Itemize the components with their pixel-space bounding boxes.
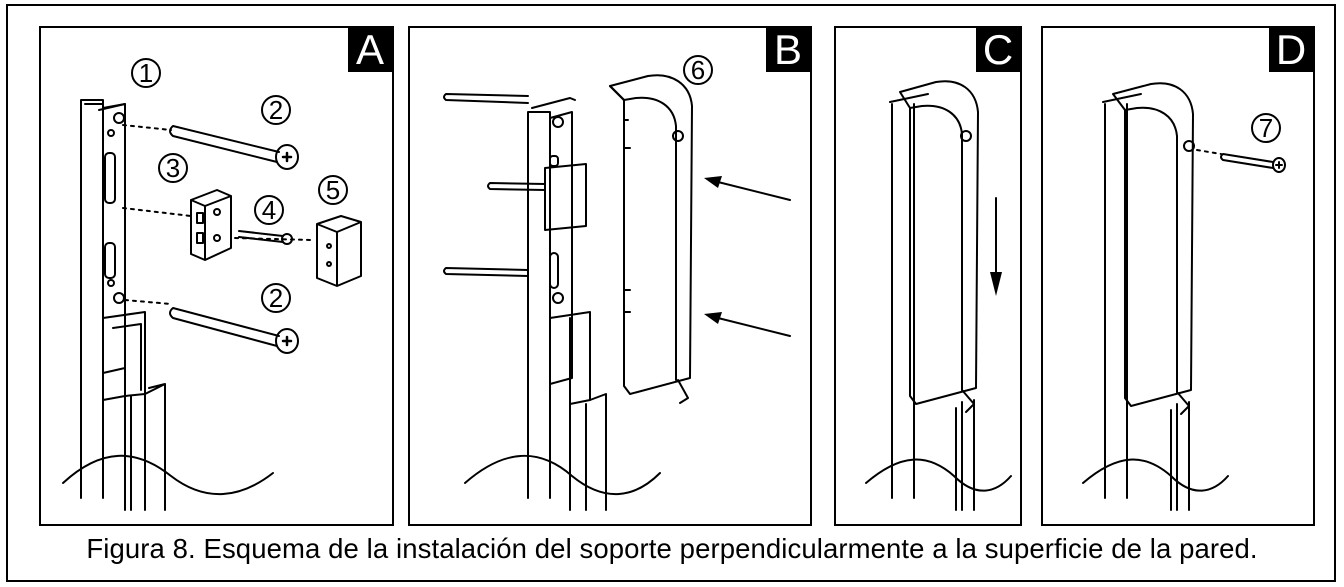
- callout-2-bottom: 2: [269, 283, 283, 313]
- panel-b-tag: B: [766, 28, 810, 72]
- panel-d-drawing: 7: [1082, 82, 1286, 511]
- ground-line: [865, 458, 1012, 492]
- callout-6: 6: [691, 55, 705, 85]
- panel-d-tag: D: [1269, 28, 1313, 72]
- callout-2-top: 2: [269, 95, 283, 125]
- panel-b-drawing: 6: [443, 55, 791, 511]
- panel-c-tag: C: [976, 28, 1020, 72]
- callout-3: 3: [166, 153, 180, 183]
- callout-5: 5: [326, 175, 340, 205]
- figure-caption: Figura 8. Esquema de la instalación del …: [86, 533, 1258, 564]
- panel-c-drawing: [865, 80, 1012, 511]
- panel-a-tag: A: [348, 28, 392, 72]
- ground-line: [62, 454, 274, 496]
- callout-7: 7: [1259, 113, 1273, 143]
- panel-a-drawing: 1 2 3 4 5 2: [62, 58, 362, 511]
- figure-frame: [6, 4, 1336, 582]
- bracket-bar: [80, 99, 104, 499]
- panel-a: 1 2 3 4 5 2 A: [39, 26, 394, 526]
- callout-4: 4: [262, 195, 276, 225]
- panel-b: 6 B: [408, 26, 812, 526]
- callout-1: 1: [139, 58, 153, 88]
- ground-line: [464, 454, 661, 496]
- panel-c: C: [834, 26, 1022, 526]
- panel-d: 7 D: [1041, 26, 1315, 526]
